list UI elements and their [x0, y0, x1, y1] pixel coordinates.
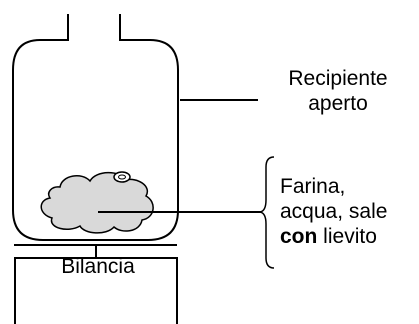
contents-label-line1: Farina,	[280, 175, 346, 198]
dough-blob	[40, 171, 154, 234]
yeast-bubble	[113, 171, 131, 183]
contents-brace	[259, 156, 275, 269]
yeast-bubble-inner	[118, 174, 126, 180]
scale-label: Bilancia	[61, 255, 135, 278]
scale-box	[14, 257, 178, 324]
contents-label-con: con	[280, 225, 318, 248]
contents-label-line2: acqua, sale	[280, 200, 388, 223]
open-container	[12, 14, 179, 241]
container-label-line2: aperto	[308, 92, 368, 115]
contents-label-lievito: lievito	[317, 225, 377, 248]
contents-label-line3: con lievito	[280, 224, 387, 249]
contents-label: Farina, acqua, sale con lievito	[280, 174, 387, 249]
container-label-line1: Recipiente	[288, 67, 388, 90]
container-label: Recipiente aperto	[268, 66, 408, 116]
